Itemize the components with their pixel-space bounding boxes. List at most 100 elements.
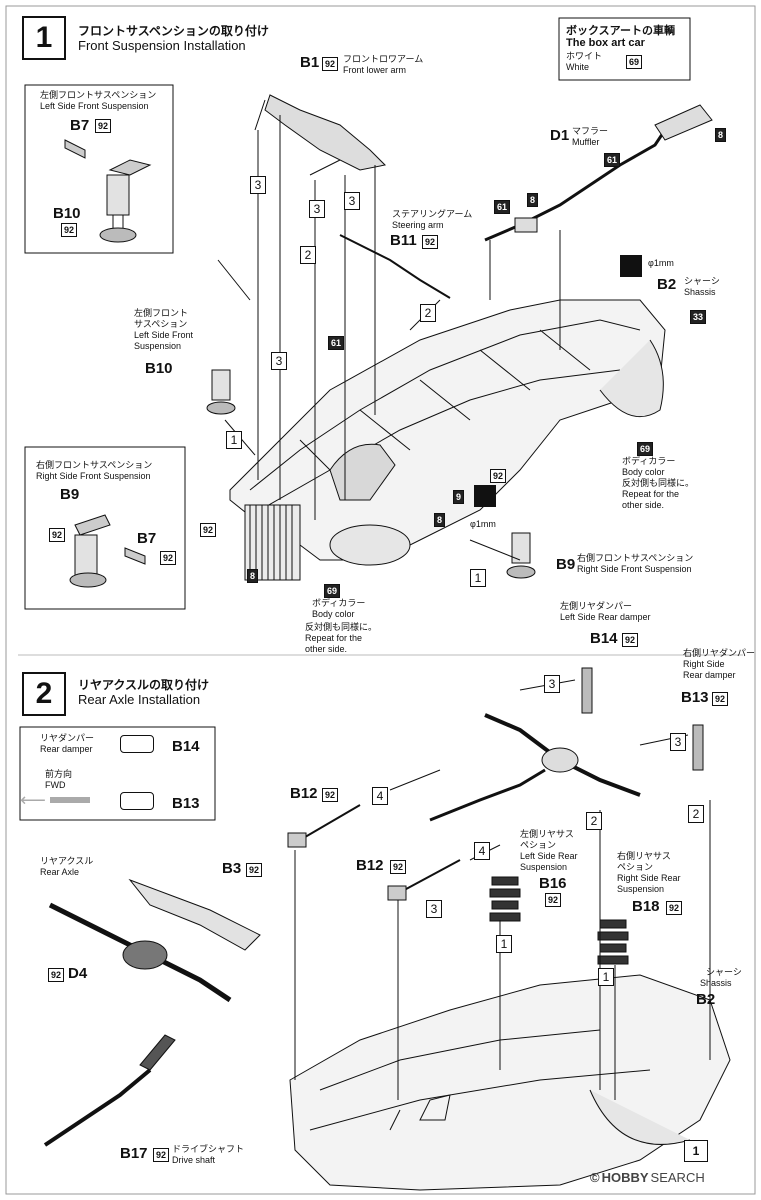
mid-left-jp1: 左側フロント bbox=[134, 308, 189, 318]
code-9: 9 bbox=[453, 490, 465, 504]
d1-code-61a: 61 bbox=[604, 153, 621, 167]
axle-box-d4: D4 bbox=[68, 965, 88, 982]
b12a-code: 92 bbox=[322, 788, 339, 802]
rrs-part: B18 bbox=[632, 898, 660, 915]
step-1-number: 1 bbox=[22, 16, 66, 60]
rf-box-b7-part: B7 bbox=[137, 530, 157, 547]
bcr-en: Body color bbox=[622, 467, 665, 477]
lrs-jp1: 左側リヤサス bbox=[520, 829, 574, 839]
b9-right-en: Right Side Front Suspension bbox=[577, 564, 692, 574]
watermark-suffix: SEARCH bbox=[650, 1170, 705, 1185]
right-damper-en1: Right Side bbox=[683, 659, 725, 669]
step2-ref-1: 1 bbox=[684, 1140, 708, 1162]
step1-num-1a: 1 bbox=[226, 431, 242, 449]
b11-code: 92 bbox=[422, 235, 439, 249]
lrs-en2: Suspension bbox=[520, 862, 568, 872]
lrs-code: 92 bbox=[545, 893, 562, 907]
b1-en: Front lower arm bbox=[343, 65, 407, 75]
left-damper-en: Left Side Rear damper bbox=[560, 612, 651, 622]
boxart-title-jp: ボックスアートの車輌 bbox=[566, 25, 676, 37]
right-damper-part: B13 bbox=[681, 689, 709, 706]
lrs-part: B16 bbox=[539, 875, 567, 892]
b2-jp: シャーシ bbox=[684, 276, 720, 286]
damper-b13-icon bbox=[120, 792, 154, 810]
lf-box-b7-code: 92 bbox=[95, 119, 112, 133]
boxart-color-code: 69 bbox=[626, 55, 643, 69]
left-front-box-en: Left Side Front Suspension bbox=[40, 101, 149, 111]
rf-box-b7-code: 92 bbox=[160, 551, 177, 565]
code-61-mid: 61 bbox=[328, 336, 345, 350]
drill-size-1: φ1mm bbox=[648, 258, 674, 268]
b11-en: Steering arm bbox=[392, 220, 444, 230]
legend-b13: B13 bbox=[172, 795, 200, 812]
rrs-code: 92 bbox=[666, 901, 683, 915]
b9-right-jp: 右側フロントサスペンション bbox=[577, 553, 694, 563]
b2-bottom-en: Shassis bbox=[700, 978, 732, 988]
b17-part: B17 bbox=[120, 1145, 148, 1162]
b1-code: 92 bbox=[322, 57, 339, 71]
boxart-color-en: White bbox=[566, 62, 590, 72]
step1-num-1b: 1 bbox=[470, 569, 486, 587]
rf-box-b9-part: B9 bbox=[60, 486, 80, 503]
axle-box-d4-code: 92 bbox=[48, 968, 65, 982]
mid-left-jp2: サスペション bbox=[134, 319, 188, 329]
right-damper-en2: Rear damper bbox=[683, 670, 736, 680]
left-damper-code: 92 bbox=[622, 633, 639, 647]
b12a-part: B12 bbox=[290, 785, 318, 802]
b1-jp: フロントロワアーム bbox=[343, 54, 424, 64]
lrs-en1: Left Side Rear bbox=[520, 851, 578, 861]
b2-part: B2 bbox=[657, 276, 677, 293]
code-92-front: 92 bbox=[200, 523, 217, 537]
bcr-en2: Repeat for the bbox=[622, 489, 680, 499]
step1-num-2a: 2 bbox=[300, 246, 316, 264]
drill-size-2: φ1mm bbox=[470, 519, 496, 529]
d1-en: Muffler bbox=[572, 137, 600, 147]
rf-box-en: Right Side Front Suspension bbox=[36, 471, 151, 481]
step1-num-3d: 3 bbox=[271, 352, 287, 370]
b1-part: B1 bbox=[300, 54, 320, 71]
d1-part: D1 bbox=[550, 127, 570, 144]
legend-fwd-en: FWD bbox=[45, 780, 66, 790]
fwd-arrow-icon: ⟵ bbox=[20, 790, 46, 810]
mid-left-en1: Left Side Front bbox=[134, 330, 194, 340]
left-damper-jp: 左側リヤダンパー bbox=[560, 601, 633, 611]
rf-box-jp: 右側フロントサスペンション bbox=[36, 460, 153, 470]
boxart-title-en: The box art car bbox=[566, 37, 645, 49]
rrs-jp2: ペション bbox=[617, 862, 654, 872]
b9-right-part: B9 bbox=[556, 556, 576, 573]
bcr-jp2: 反対側も同様に。 bbox=[622, 478, 695, 488]
axle-box-b3-code: 92 bbox=[246, 863, 263, 877]
b17-jp: ドライブシャフト bbox=[172, 1144, 245, 1154]
b17-code: 92 bbox=[153, 1148, 170, 1162]
b12b-code: 92 bbox=[390, 860, 407, 874]
b11-jp: ステアリングアーム bbox=[392, 209, 473, 219]
d1-jp: マフラー bbox=[572, 126, 609, 136]
step2-num-3a: 3 bbox=[544, 675, 560, 693]
b17-en: Drive shaft bbox=[172, 1155, 216, 1165]
step-1-title-en: Front Suspension Installation bbox=[78, 38, 246, 53]
rrs-jp1: 右側リヤサス bbox=[617, 851, 671, 861]
legend-fwd-jp: 前方向 bbox=[45, 769, 73, 779]
boxart-note: ボックスアートの車輌 The box art car ホワイト White 69 bbox=[566, 22, 675, 73]
bcb-en3: other side. bbox=[305, 644, 348, 654]
step-2-title-jp: リヤアクスルの取り付け bbox=[78, 678, 210, 692]
step2-num-3b: 3 bbox=[670, 733, 686, 751]
b2-en: Shassis bbox=[684, 287, 716, 297]
step2-num-4a: 4 bbox=[372, 787, 388, 805]
step2-num-1b: 1 bbox=[598, 968, 614, 986]
axle-box-jp: リヤアクスル bbox=[40, 856, 94, 866]
b2-code: 33 bbox=[690, 310, 707, 324]
step-1-title-jp: フロントサスペンションの取り付け bbox=[78, 24, 269, 38]
step1-num-3a: 3 bbox=[250, 176, 266, 194]
b2-bottom-jp: シャーシ bbox=[706, 967, 742, 977]
code-8-grille: 8 bbox=[247, 569, 259, 583]
watermark-copy: © bbox=[590, 1170, 600, 1185]
bcb-jp: ボディカラー bbox=[312, 598, 366, 608]
watermark: © HOBBY SEARCH bbox=[590, 1170, 705, 1185]
step-2-title-en: Rear Axle Installation bbox=[78, 692, 201, 707]
left-front-box-jp: 左側フロントサスペンション bbox=[40, 90, 157, 100]
mid-left-en2: Suspension bbox=[134, 341, 182, 351]
legend-b14: B14 bbox=[172, 738, 200, 755]
lf-box-b10-part: B10 bbox=[53, 205, 81, 222]
step2-num-2b: 2 bbox=[688, 805, 704, 823]
